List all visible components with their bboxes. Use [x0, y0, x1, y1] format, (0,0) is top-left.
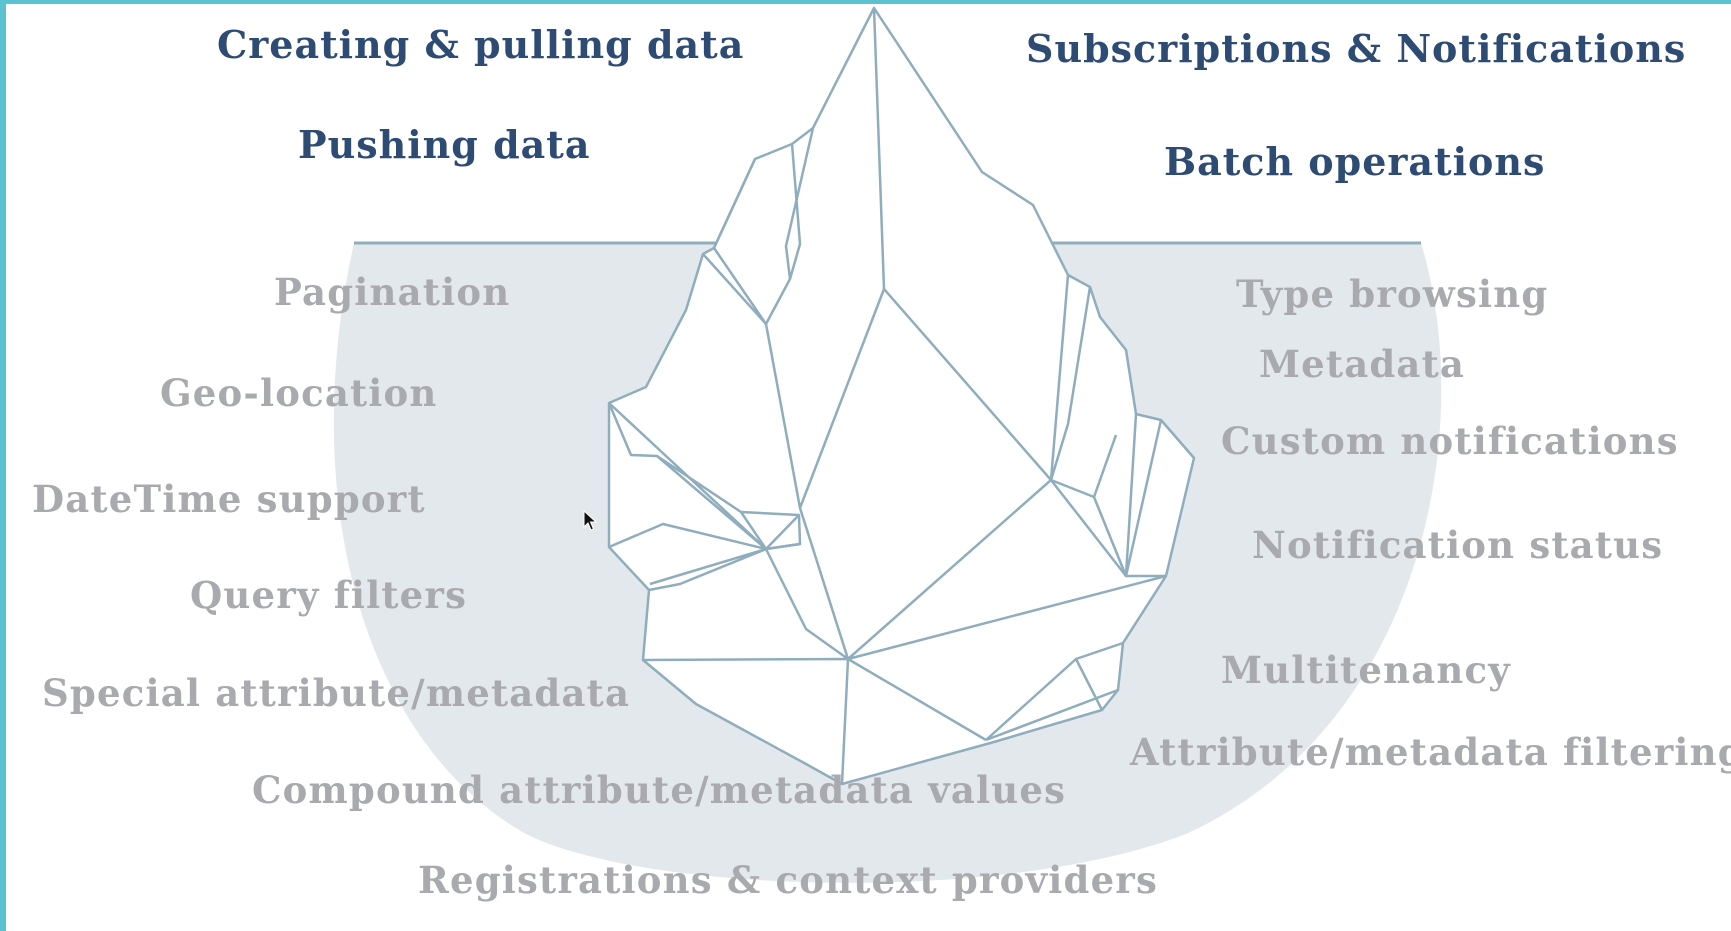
label-batch-operations: Batch operations — [1164, 139, 1546, 184]
iceberg-outline — [607, 6, 1196, 786]
mouse-pointer-icon — [583, 510, 598, 531]
label-multitenancy: Multitenancy — [1221, 648, 1511, 692]
label-query-filters: Query filters — [190, 573, 468, 617]
label-datetime-support: DateTime support — [32, 477, 426, 521]
label-attribute-metadata-filtering: Attribute/metadata filtering — [1130, 730, 1731, 774]
label-type-browsing: Type browsing — [1236, 272, 1549, 316]
label-custom-notifications: Custom notifications — [1221, 419, 1679, 463]
label-creating-pulling-data: Creating & pulling data — [217, 22, 745, 67]
label-subscriptions-notifications: Subscriptions & Notifications — [1026, 26, 1687, 71]
label-geo-location: Geo-location — [160, 371, 438, 415]
label-pushing-data: Pushing data — [298, 122, 591, 167]
iceberg-shape — [607, 6, 1196, 786]
iceberg-illustration — [333, 6, 1442, 883]
label-pagination: Pagination — [274, 270, 511, 314]
label-metadata: Metadata — [1259, 342, 1466, 386]
label-notification-status: Notification status — [1252, 523, 1664, 567]
label-registrations-context-providers: Registrations & context providers — [418, 858, 1159, 902]
label-compound-attribute-metadata-values: Compound attribute/metadata values — [252, 768, 1067, 812]
label-special-attribute-metadata: Special attribute/metadata — [42, 671, 631, 715]
